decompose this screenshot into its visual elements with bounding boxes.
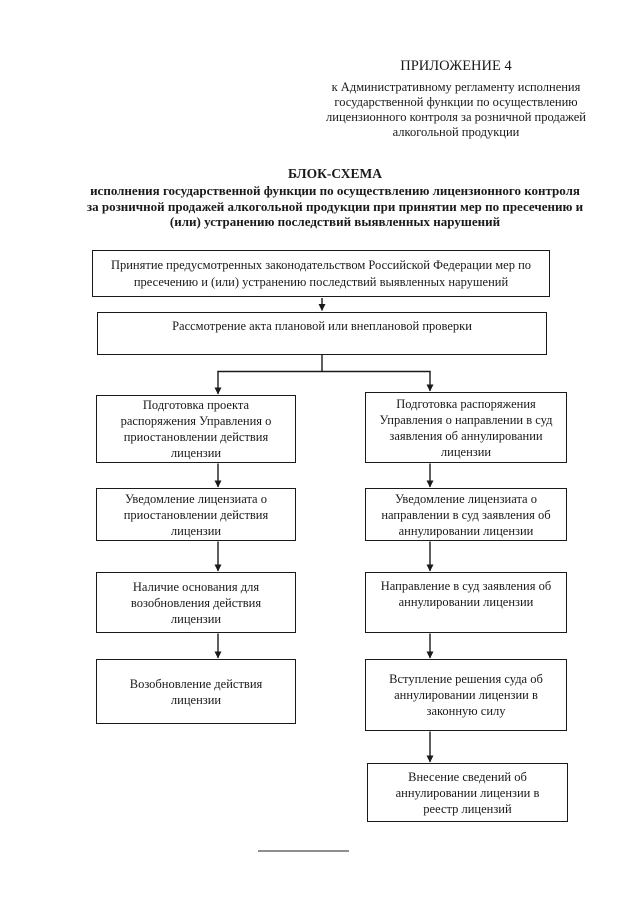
- connector-split: [217, 354, 431, 373]
- appendix-label: ПРИЛОЖЕНИЕ 4: [400, 58, 512, 74]
- appendix-header: ПРИЛОЖЕНИЕ 4 к Административному регламе…: [300, 58, 612, 140]
- schema-title: БЛОК-СХЕМА исполнения государственной фу…: [35, 166, 635, 230]
- footnote-divider: [258, 850, 349, 852]
- flow-box-review: Рассмотрение акта плановой или внепланов…: [97, 312, 547, 355]
- flow-box-left-1: Подготовка проекта распоряжения Управлен…: [96, 395, 296, 463]
- flow-box-left-2: Уведомление лицензиата о приостановлении…: [96, 488, 296, 541]
- flow-box-right-5: Внесение сведений об аннулировании лицен…: [367, 763, 568, 822]
- flow-box-right-1: Подготовка распоряжения Управления о нап…: [365, 392, 567, 463]
- flow-box-right-4: Вступление решения суда об аннулировании…: [365, 659, 567, 731]
- appendix-regulation-text: к Административному регламенту исполнени…: [326, 80, 586, 139]
- schema-heading: БЛОК-СХЕМА: [287, 166, 383, 181]
- schema-subheading: исполнения государственной функции по ос…: [86, 183, 584, 229]
- flow-box-root: Принятие предусмотренных законодательств…: [92, 250, 550, 297]
- flow-box-left-4: Возобновление действия лицензии: [96, 659, 296, 724]
- flow-box-right-2: Уведомление лицензиата о направлении в с…: [365, 488, 567, 541]
- flow-box-left-3: Наличие основания для возобновления дейс…: [96, 572, 296, 633]
- flow-box-right-3: Направление в суд заявления об аннулиров…: [365, 572, 567, 633]
